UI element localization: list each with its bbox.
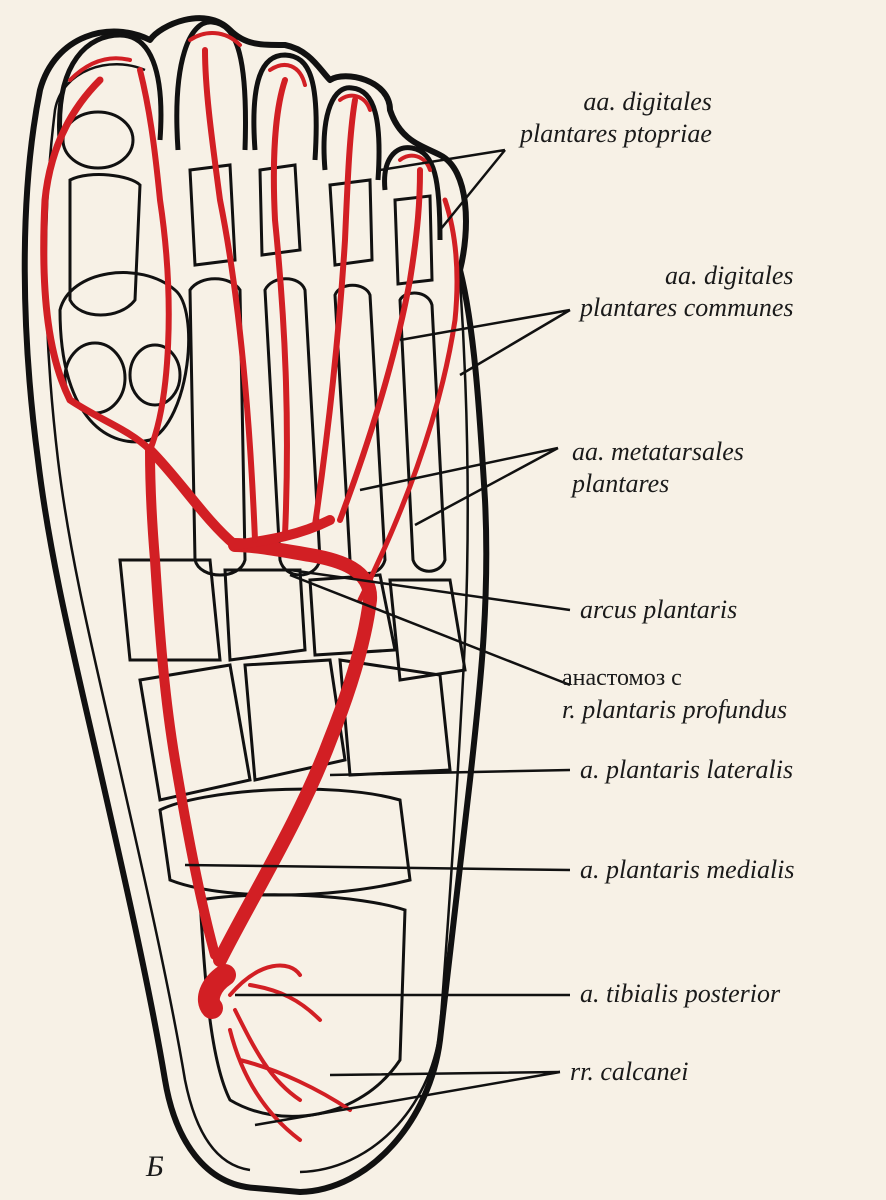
label-arcus-plantaris: arcus plantaris (580, 594, 737, 626)
label-anastomosis-line2: r. plantaris profundus (562, 694, 787, 726)
arcus-plantaris (150, 450, 330, 545)
label-digitales-communes-line1: aa. digitales (580, 260, 794, 292)
label-plantaris-lateralis: a. plantaris lateralis (580, 754, 793, 786)
label-metatarsales: aa. metatarsales plantares (572, 436, 744, 500)
plantaris-medialis-artery (150, 450, 215, 955)
label-digitales-communes-line2: plantares communes (580, 292, 794, 324)
label-metatarsales-line2: plantares (572, 468, 744, 500)
tibialis-posterior-artery (209, 975, 225, 1008)
label-anastomosis-line1: анастомоз с (562, 662, 787, 694)
panel-letter: Б (146, 1150, 164, 1184)
label-metatarsales-line1: aa. metatarsales (572, 436, 744, 468)
label-digitales-propriae: aa. digitales plantares ptopriae (520, 86, 712, 150)
label-digitales-propriae-line1: aa. digitales (520, 86, 712, 118)
label-plantaris-medialis: a. plantaris medialis (580, 854, 795, 886)
toe-outlines (60, 22, 440, 240)
label-tibialis-posterior: a. tibialis posterior (580, 978, 780, 1010)
label-anastomosis: анастомоз с r. plantaris profundus (562, 662, 787, 726)
label-digitales-propriae-line2: plantares ptopriae (520, 118, 712, 150)
label-calcanei: rr. calcanei (570, 1056, 688, 1088)
inner-outline (46, 64, 468, 1172)
foot-bones (60, 112, 465, 1116)
label-digitales-communes: aa. digitales plantares communes (580, 260, 794, 324)
leader-lines (185, 150, 570, 1125)
